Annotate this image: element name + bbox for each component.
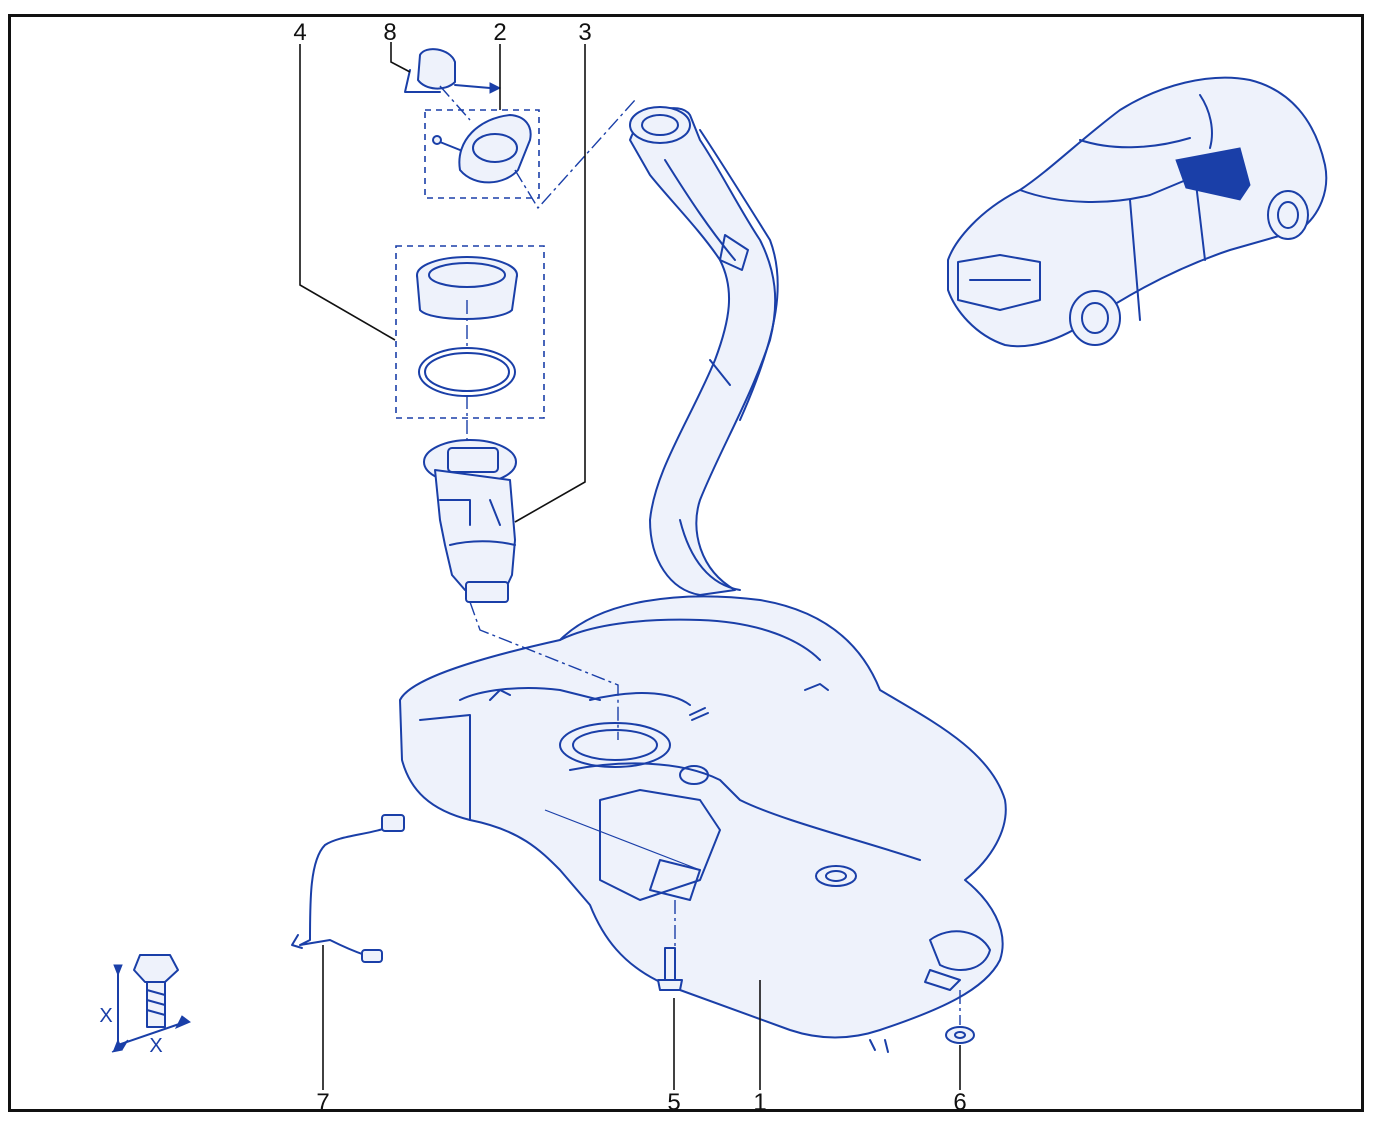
bolt-dimension-detail: X X bbox=[99, 954, 191, 1057]
callout-2: 2 bbox=[493, 19, 506, 46]
fuel-line bbox=[291, 814, 405, 963]
electrical-connector bbox=[404, 48, 502, 94]
vehicle-locator bbox=[947, 76, 1328, 348]
callout-leaders bbox=[299, 42, 961, 1090]
tank-port bbox=[815, 865, 857, 887]
callout-7: 7 bbox=[316, 1089, 329, 1116]
callout-3: 3 bbox=[578, 19, 591, 46]
fuel-tank-highlight bbox=[1175, 147, 1251, 201]
sender-cover-assembly bbox=[424, 109, 540, 199]
callout-1: 1 bbox=[753, 1089, 766, 1116]
washer bbox=[945, 1026, 975, 1044]
dimension-label-x-horizontal: X bbox=[149, 1035, 162, 1057]
dimension-label-x-vertical: X bbox=[99, 1005, 112, 1027]
callout-8: 8 bbox=[383, 19, 396, 46]
callout-4: 4 bbox=[293, 19, 306, 46]
fuel-tank bbox=[399, 595, 1007, 1053]
callout-5: 5 bbox=[667, 1089, 680, 1116]
callout-6: 6 bbox=[953, 1089, 966, 1116]
assembly-lines bbox=[439, 85, 961, 1025]
bolt bbox=[657, 947, 683, 991]
fuel-pump-module bbox=[423, 439, 517, 603]
lock-ring-assembly bbox=[395, 245, 545, 419]
filler-neck bbox=[629, 106, 779, 596]
